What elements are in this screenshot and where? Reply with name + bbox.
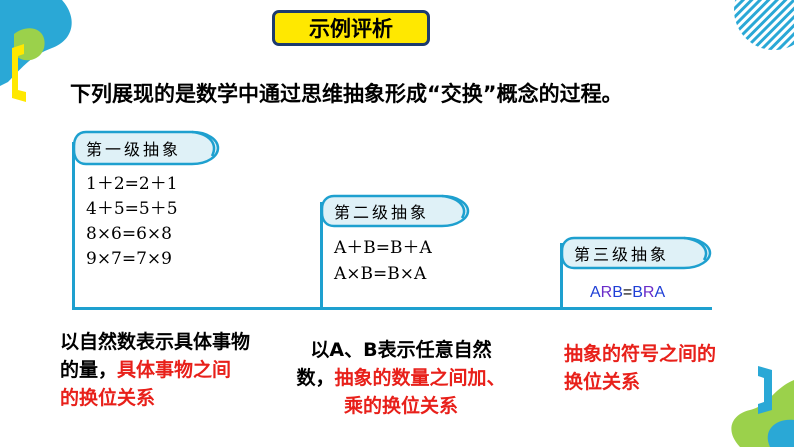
baseline — [72, 307, 712, 310]
intro-text: 下列展现的是数学中通过思维抽象形成“交换”概念的过程。 — [70, 82, 623, 106]
formula-r2: R — [642, 284, 655, 301]
caption-level1-black: 以自然数表示具体事物的量， — [60, 331, 251, 381]
level1-frame-line — [72, 142, 75, 310]
level3-formula: ARB=BRA — [590, 280, 665, 305]
level2-eq-2: A×B=B×A — [334, 264, 427, 284]
slide-title: 示例评析 — [272, 10, 430, 46]
formula-a: A — [590, 284, 601, 301]
top-right-striped-circle-decoration — [734, 0, 794, 50]
level1-eq-3: 8×6=6×8 — [86, 224, 172, 244]
level2-tab: 第二级抽象 — [320, 194, 470, 228]
level3-frame-line — [560, 243, 563, 310]
level2-label: 第二级抽象 — [334, 203, 430, 222]
level1-eq-4: 9×7=7×9 — [86, 249, 172, 269]
caption-level2-red: 抽象的数量之间加、乘的换位关系 — [334, 367, 506, 417]
caption-level2: 以A、B表示任意自然数，抽象的数量之间加、乘的换位关系 — [296, 336, 506, 420]
formula-b2: B — [632, 284, 643, 301]
bottom-right-blob-decoration — [731, 380, 794, 447]
caption-level1: 以自然数表示具体事物的量，具体事物之间的换位关系 — [60, 328, 250, 412]
caption-level1-red: 具体事物之间的换位关系 — [60, 359, 232, 409]
level3-tab: 第三级抽象 — [560, 236, 712, 270]
level1-eq-1: 1＋2=2＋1 — [86, 174, 178, 194]
level2-eq-1: A＋B=B＋A — [334, 238, 432, 258]
formula-r: R — [600, 284, 613, 301]
caption-level2-black: 以A、B表示任意自然数， — [296, 339, 492, 389]
level3-label: 第三级抽象 — [574, 245, 670, 264]
formula-a2: A — [654, 284, 666, 301]
formula-eq: = — [622, 284, 633, 301]
right-bracket-decoration — [758, 366, 772, 414]
left-bracket-decoration — [12, 44, 26, 102]
level2-frame-line — [320, 202, 323, 310]
caption-level3-red: 抽象的符号之间的换位关系 — [564, 343, 717, 393]
level1-eq-2: 4＋5=5＋5 — [86, 199, 178, 219]
formula-b: B — [612, 284, 623, 301]
caption-level3: 抽象的符号之间的换位关系 — [564, 340, 734, 396]
level1-tab: 第一级抽象 — [72, 130, 220, 166]
level1-label: 第一级抽象 — [86, 140, 182, 159]
